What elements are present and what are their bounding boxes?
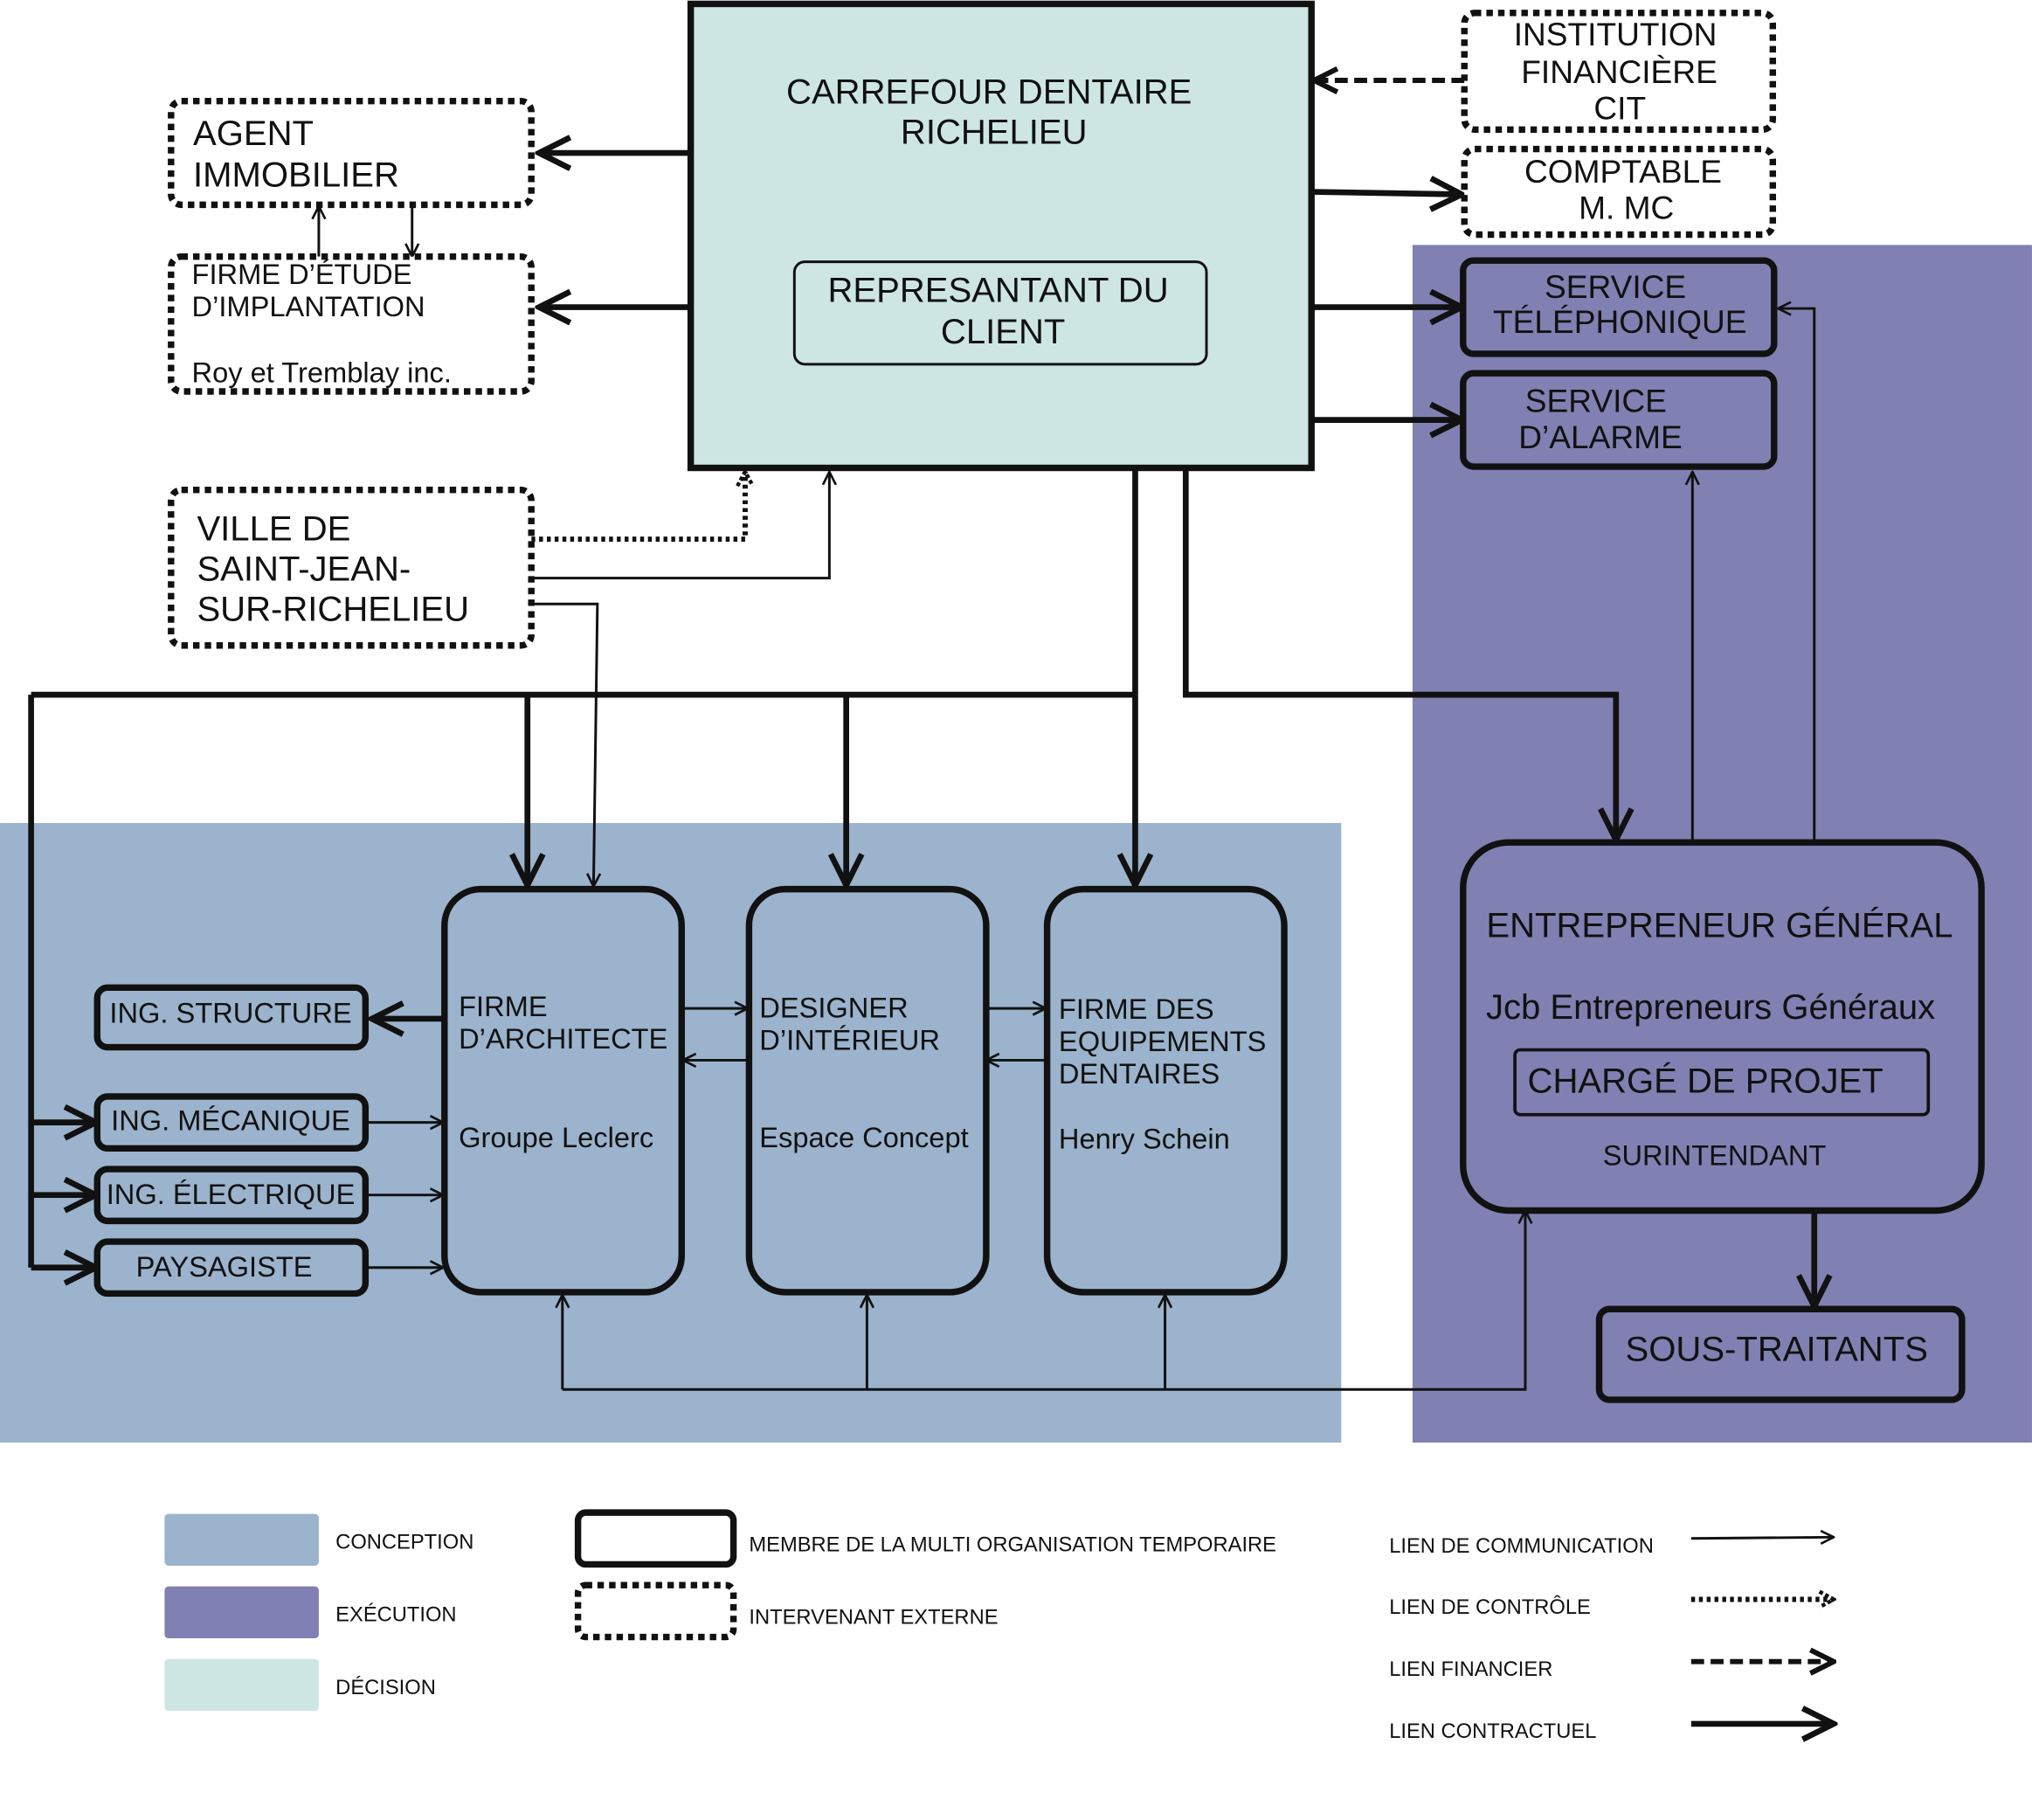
equipements-company: Henry Schein (1059, 1122, 1230, 1154)
comptable-label: COMPTABLE M. MC (1524, 153, 1731, 226)
designer-label: DESIGNER D’INTÉRIEUR (759, 991, 940, 1055)
ville-label: VILLE DE SAINT-JEAN- SUR-RICHELIEU (197, 510, 469, 629)
legend-label-execution: EXÉCUTION (335, 1603, 456, 1627)
carrefour-title: CARREFOUR DENTAIRE RICHELIEU (786, 73, 1201, 152)
ing-mecanique-box (93, 1093, 370, 1152)
agent-box (168, 97, 535, 209)
entrepreneur-company: Jcb Entrepreneurs Généraux (1486, 988, 1935, 1027)
paysagiste-box (93, 1238, 370, 1298)
entrepreneur-title: ENTREPRENEUR GÉNÉRAL (1486, 905, 1953, 945)
institution-label: INSTITUTION FINANCIÈRE CIT (1514, 16, 1726, 127)
ing-structure-box (93, 984, 370, 1051)
surintendant-label: SURINTENDANT (1603, 1139, 1827, 1172)
comm-link-ville-architecte (531, 602, 598, 886)
legend-swatch-external (574, 1581, 737, 1641)
legend-label-financier: LIEN FINANCIER (1389, 1658, 1552, 1681)
ing-electrique-label: ING. ÉLECTRIQUE (107, 1178, 356, 1210)
designer-box (745, 885, 990, 1296)
comm-link-entrepreneur-service-tel (1778, 308, 1816, 841)
control-link-ville (531, 472, 745, 543)
architecte-label: FIRME D’ARCHITECTE (459, 990, 667, 1055)
entrepreneur-box (1460, 839, 1985, 1214)
service-alarme-box (1460, 370, 1778, 470)
legend-label-external: INTERVENANT EXTERNE (749, 1607, 998, 1630)
contract-link-comptable (1311, 192, 1462, 195)
contract-link-entrepreneur (1182, 468, 1615, 840)
ing-mecanique-label: ING. MÉCANIQUE (111, 1104, 350, 1137)
legend-label-communication: LIEN DE COMMUNICATION (1389, 1535, 1654, 1558)
charge-projet-box (1513, 1048, 1931, 1117)
equipements-label: FIRME DES EQUIPEMENTS DENTAIRES (1059, 993, 1275, 1090)
ville-box (168, 487, 535, 649)
architecte-box (441, 885, 685, 1296)
equipements-box (1043, 885, 1288, 1296)
comm-link-ville-carrefour (531, 472, 829, 580)
representant-label: REPRESANTANT DU CLIENT (828, 272, 1178, 351)
sous-traitants-label: SOUS-TRAITANTS (1626, 1331, 1928, 1369)
firme-etude-label: FIRME D’ÉTUDE D’IMPLANTATION (192, 258, 425, 322)
legend-swatch-conception (164, 1513, 319, 1566)
service-tel-box (1460, 257, 1778, 357)
institution-box (1461, 10, 1776, 134)
legend-label-decision: DÉCISION (335, 1676, 436, 1699)
legend-swatch-execution (164, 1586, 319, 1639)
legend-swatch-decision (164, 1658, 319, 1712)
ing-structure-label: ING. STRUCTURE (109, 996, 351, 1028)
agent-label: AGENT IMMOBILIER (193, 114, 399, 194)
legend-label-conception: CONCEPTION (335, 1532, 473, 1554)
firme-etude-company: Roy et Tremblay inc. (192, 356, 452, 389)
legend: CONCEPTION EXÉCUTION DÉCISION MEMBRE DE … (164, 1509, 1834, 1743)
charge-projet-label: CHARGÉ DE PROJET (1528, 1062, 1883, 1101)
legend-label-contractuel: LIEN CONTRACTUEL (1389, 1720, 1596, 1743)
paysagiste-label: PAYSAGISTE (136, 1250, 313, 1283)
legend-swatch-member (574, 1509, 737, 1568)
sous-traitants-box (1595, 1305, 1966, 1403)
service-tel-label: SERVICE TÉLÉPHONIQUE (1493, 268, 1747, 340)
legend-label-member: MEMBRE DE LA MULTI ORGANISATION TEMPORAI… (749, 1534, 1276, 1557)
representant-box (792, 260, 1208, 366)
ing-electrique-box (93, 1166, 370, 1225)
firme-etude-box (168, 253, 535, 395)
legend-line-communication (1690, 1537, 1834, 1538)
legend-label-controle: LIEN DE CONTRÔLE (1389, 1595, 1591, 1619)
designer-company: Espace Concept (759, 1121, 968, 1153)
comm-bus-bottom (562, 1210, 1525, 1391)
service-alarme-label: SERVICE D’ALARME (1518, 383, 1683, 456)
architecte-company: Groupe Leclerc (459, 1121, 653, 1153)
comptable-box (1461, 145, 1776, 239)
carrefour-box (687, 0, 1315, 472)
